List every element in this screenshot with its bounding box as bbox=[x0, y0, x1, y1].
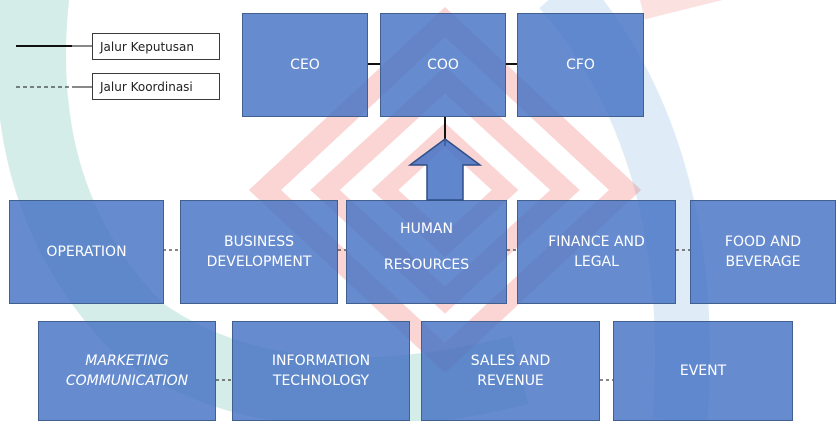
marketing-communication-box: MARKETING COMMUNICATION bbox=[38, 321, 216, 421]
legend-decision-path: Jalur Keputusan bbox=[92, 33, 220, 60]
legend-coordination-label: Jalur Koordinasi bbox=[100, 79, 193, 94]
food-and-beverage-box: FOOD AND BEVERAGE bbox=[690, 200, 836, 304]
food-and-beverage-line-1: FOOD AND bbox=[724, 234, 802, 250]
operation-label: OPERATION bbox=[46, 244, 127, 260]
sales-and-revenue-line-2: REVENUE bbox=[477, 373, 544, 389]
food-and-beverage-line-2: BEVERAGE bbox=[725, 254, 801, 270]
human-resources-box: HUMAN RESOURCES bbox=[346, 200, 507, 304]
legend-decision-label: Jalur Keputusan bbox=[100, 39, 194, 54]
ceo-label: CEO bbox=[290, 57, 320, 73]
operation-box: OPERATION bbox=[9, 200, 164, 304]
human-resources-line-1: HUMAN bbox=[400, 221, 453, 237]
cfo-label: CFO bbox=[566, 57, 595, 73]
business-development-box: BUSINESS DEVELOPMENT bbox=[180, 200, 338, 304]
marketing-communication-line-2: COMMUNICATION bbox=[65, 373, 189, 389]
sales-and-revenue-box: SALES AND REVENUE bbox=[421, 321, 600, 421]
finance-and-legal-line-2: LEGAL bbox=[574, 254, 619, 270]
coo-box: COO bbox=[380, 13, 506, 117]
cfo-box: CFO bbox=[517, 13, 644, 117]
information-technology-line-1: INFORMATION bbox=[271, 353, 371, 369]
marketing-communication-line-1: MARKETING bbox=[85, 353, 169, 369]
finance-and-legal-box: FINANCE AND LEGAL bbox=[517, 200, 676, 304]
legend-coordination-path: Jalur Koordinasi bbox=[92, 73, 220, 100]
sales-and-revenue-line-1: SALES AND bbox=[470, 353, 551, 369]
event-label: EVENT bbox=[679, 363, 727, 379]
business-development-line-1: BUSINESS bbox=[224, 234, 294, 250]
event-box: EVENT bbox=[613, 321, 793, 421]
ceo-box: CEO bbox=[242, 13, 368, 117]
information-technology-box: INFORMATION TECHNOLOGY bbox=[232, 321, 410, 421]
information-technology-line-2: TECHNOLOGY bbox=[272, 373, 370, 389]
finance-and-legal-line-1: FINANCE AND bbox=[548, 234, 645, 250]
human-resources-line-2: RESOURCES bbox=[383, 257, 470, 273]
business-development-line-2: DEVELOPMENT bbox=[206, 254, 312, 270]
coo-label: COO bbox=[427, 57, 459, 73]
